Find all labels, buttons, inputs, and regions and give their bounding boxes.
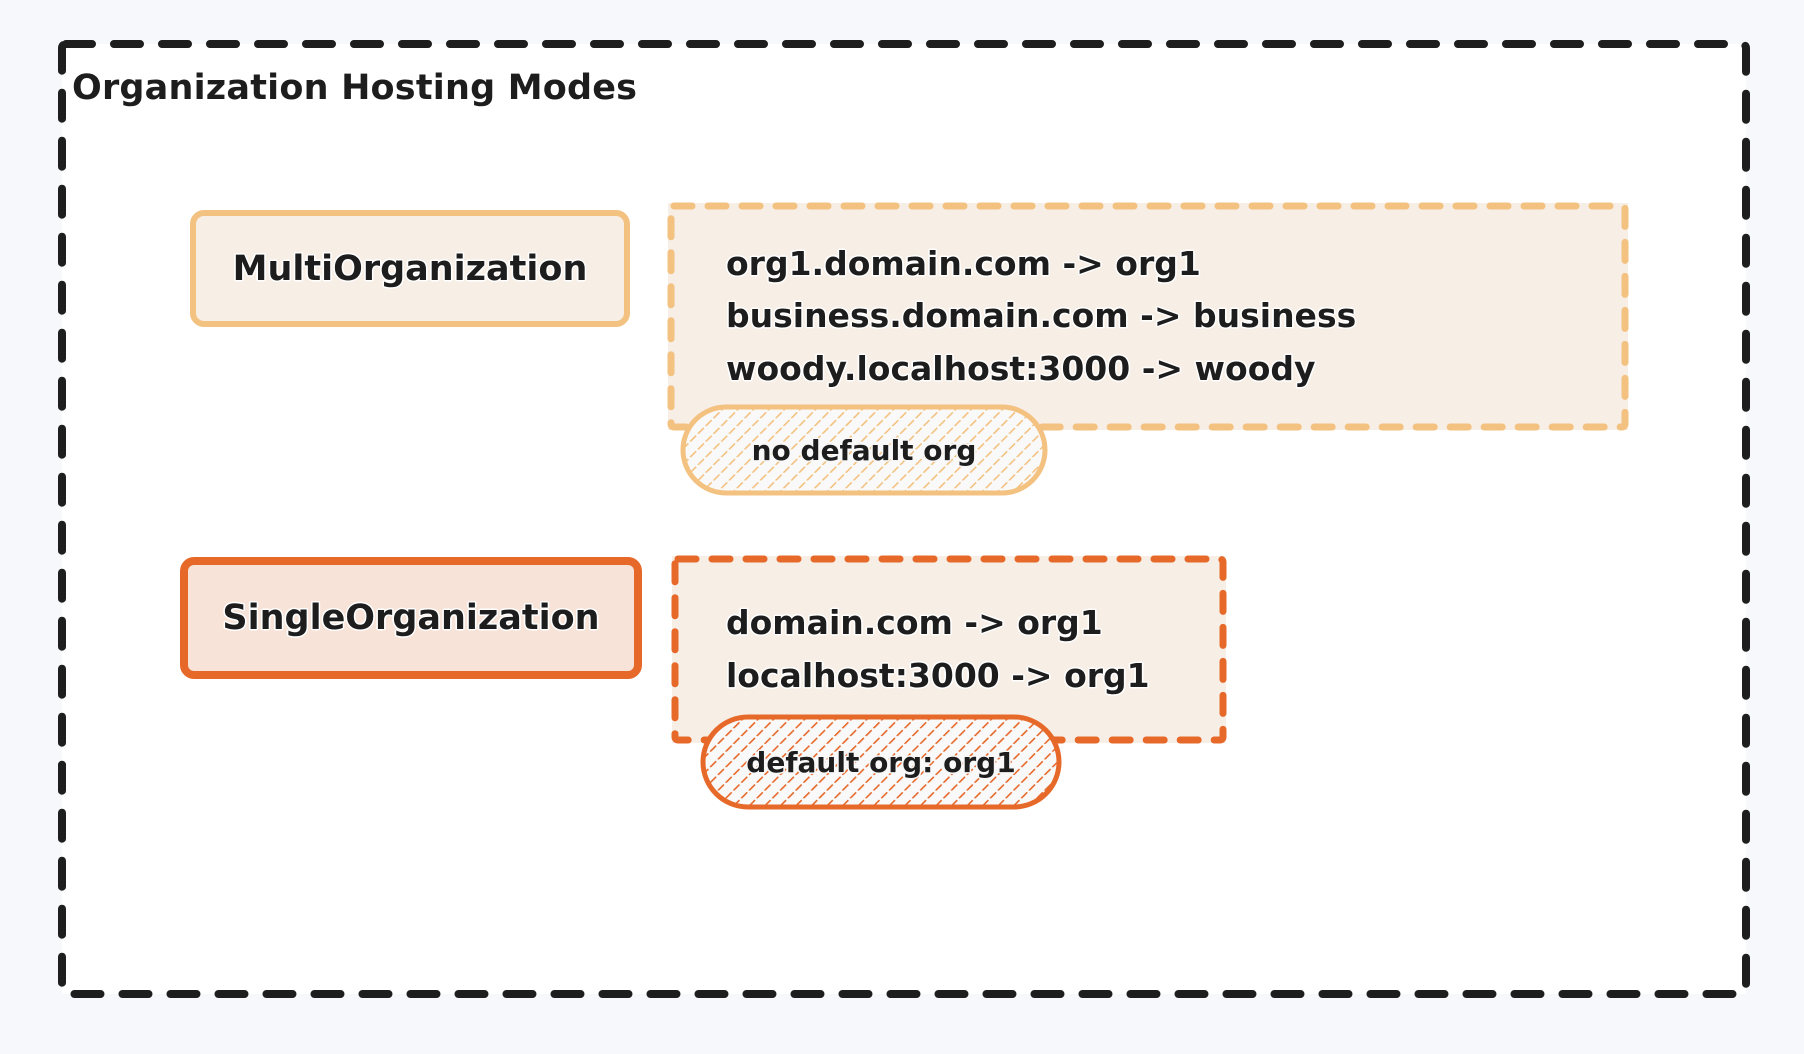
- mapping-list-multiorganization: org1.domain.com -> org1 business.domain.…: [668, 238, 1628, 394]
- badge-no-default-org: no default org: [680, 404, 1048, 496]
- mapping-line: localhost:3000 -> org1: [726, 655, 1150, 695]
- mode-label-singleorganization: SingleOrganization: [222, 598, 600, 638]
- mapping-line: org1.domain.com -> org1: [726, 244, 1201, 284]
- mapping-line: domain.com -> org1: [726, 603, 1103, 643]
- outer-frame: [58, 40, 1750, 998]
- mapping-line: business.domain.com -> business: [726, 296, 1357, 336]
- badge-label-no-default-org: no default org: [751, 433, 977, 467]
- mapping-box-multiorganization: org1.domain.com -> org1 business.domain.…: [667, 202, 1629, 431]
- mode-box-multiorganization[interactable]: MultiOrganization: [190, 210, 630, 327]
- mapping-line: woody.localhost:3000 -> woody: [726, 348, 1316, 388]
- mapping-box-singleorganization: domain.com -> org1 localhost:3000 -> org…: [671, 555, 1227, 744]
- badge-label-default-org: default org: org1: [746, 745, 1016, 779]
- mapping-list-singleorganization: domain.com -> org1 localhost:3000 -> org…: [672, 597, 1226, 701]
- mode-box-singleorganization[interactable]: SingleOrganization: [180, 557, 642, 679]
- outer-frame-border: [58, 40, 1750, 998]
- badge-default-org: default org: org1: [700, 714, 1062, 810]
- page-title: Organization Hosting Modes: [72, 68, 638, 108]
- mode-label-multiorganization: MultiOrganization: [232, 248, 588, 289]
